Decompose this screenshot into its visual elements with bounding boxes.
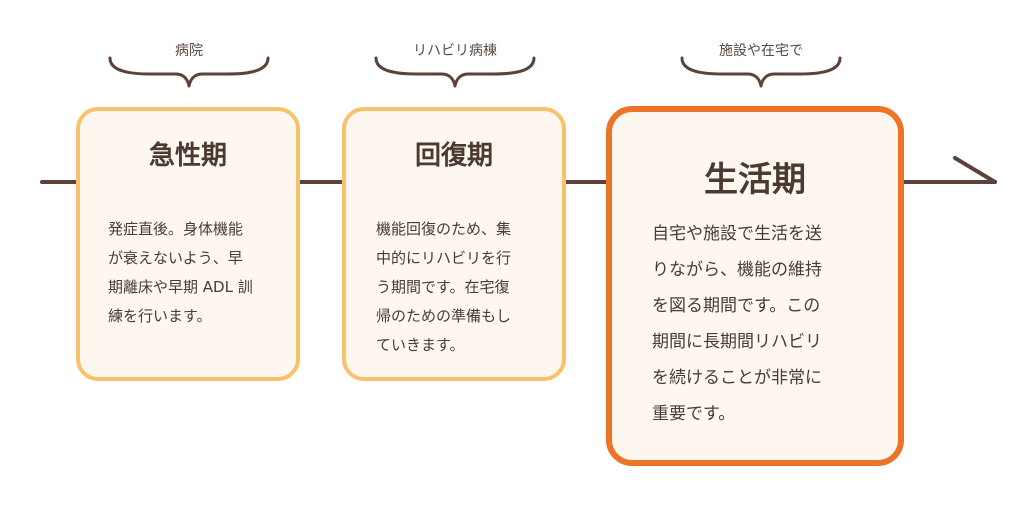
timeline-arrow-head xyxy=(953,156,997,184)
desc-line: 練を行います。 xyxy=(108,307,212,325)
desc-line: が衰えないよう、早 xyxy=(108,249,243,267)
desc-line: 自宅や施設で生活を送 xyxy=(652,224,822,244)
desc-line: 発症直後。身体機能 xyxy=(108,220,244,238)
phase-card-acute: 急性期 発症直後。身体機能 が衰えないよう、早 期離床や早期 ADL 訓 練を行… xyxy=(76,107,300,381)
phase-card-maintenance: 生活期 自宅や施設で生活を送 りながら、機能の維持 を図る期間です。この 期間に… xyxy=(606,106,904,466)
desc-line: 期離床や早期 ADL 訓 xyxy=(108,278,253,296)
brace-1 xyxy=(108,56,270,88)
phase-title-recovery: 回復期 xyxy=(414,141,493,171)
desc-line: 中的にリハビリを行 xyxy=(376,249,512,267)
setting-label-home-facility: 施設や在宅で xyxy=(719,43,803,59)
phase-card-recovery: 回復期 機能回復のため、集 中的にリハビリを行 う期間です。在宅復 帰のための準… xyxy=(342,107,566,381)
desc-line: 帰のための準備もし xyxy=(376,307,512,325)
desc-line: を続けることが非常に xyxy=(652,368,822,388)
desc-line: 重要です。 xyxy=(652,404,736,424)
phase-description-recovery: 機能回復のため、集 中的にリハビリを行 う期間です。在宅復 帰のための準備もし … xyxy=(376,215,511,360)
desc-line: を図る期間です。この xyxy=(652,296,821,316)
desc-line: う期間です。在宅復 xyxy=(376,278,510,296)
phase-description-maintenance: 自宅や施設で生活を送 りながら、機能の維持 を図る期間です。この 期間に長期間リ… xyxy=(652,216,822,432)
phase-title-maintenance: 生活期 xyxy=(704,160,806,200)
brace-3 xyxy=(680,56,842,88)
desc-line: 機能回復のため、集 xyxy=(376,220,512,238)
setting-label-hospital: 病院 xyxy=(175,43,203,59)
phase-description-acute: 発症直後。身体機能 が衰えないよう、早 期離床や早期 ADL 訓 練を行います。 xyxy=(108,215,253,331)
desc-line: りながら、機能の維持 xyxy=(652,260,822,280)
desc-line: ていきます。 xyxy=(376,336,465,354)
setting-label-rehab-ward: リハビリ病棟 xyxy=(413,43,497,59)
desc-line: 期間に長期間リハビリ xyxy=(652,332,822,352)
brace-2 xyxy=(374,56,536,88)
phase-title-acute: 急性期 xyxy=(148,141,227,171)
